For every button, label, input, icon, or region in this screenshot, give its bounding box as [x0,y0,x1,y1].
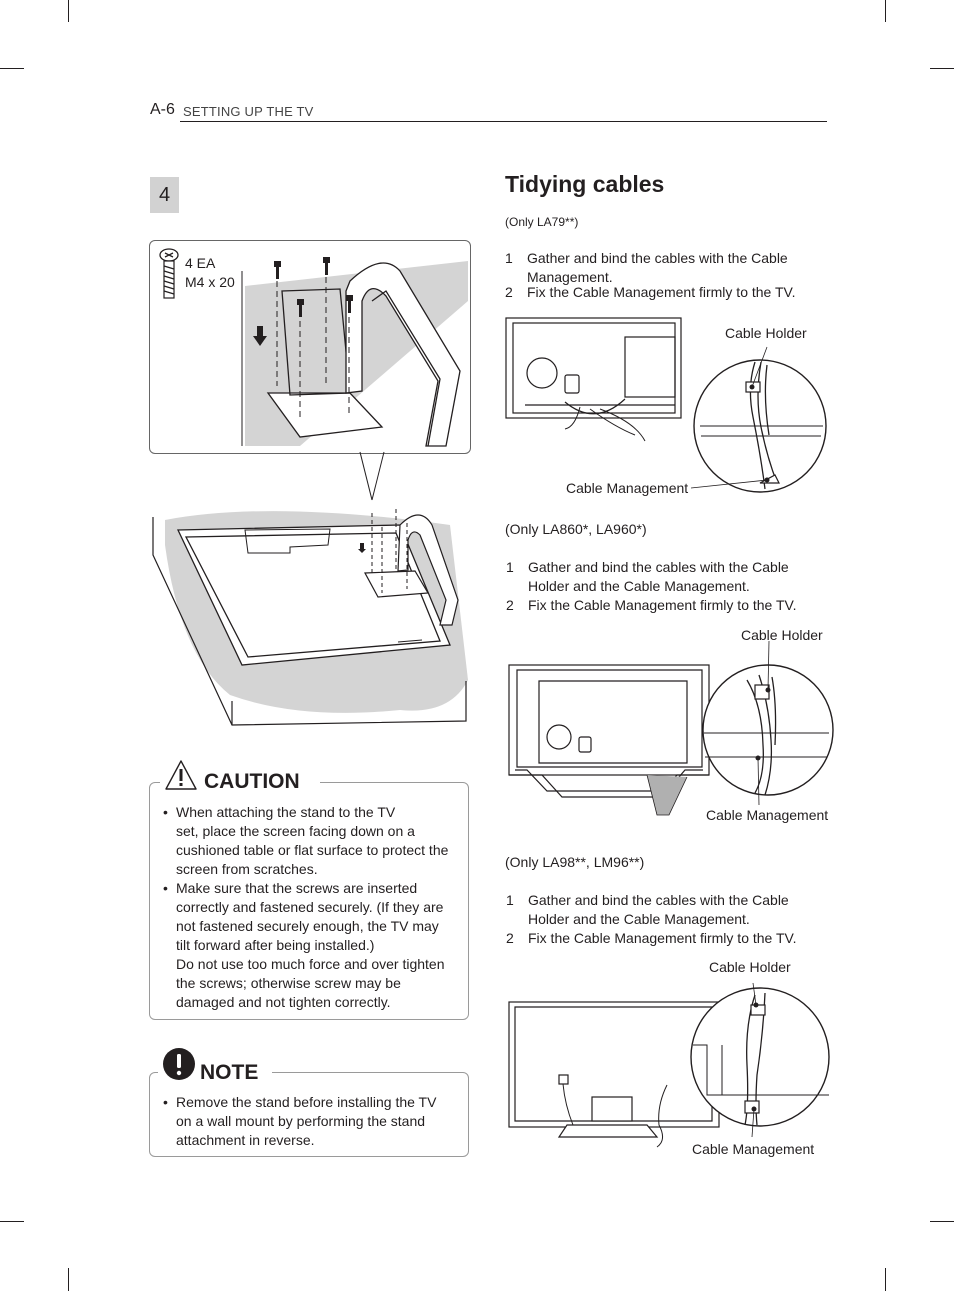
instruction-step: 1 Gather and bind the cables with the Ca… [505,250,788,285]
model-note: (Only LA79**) [505,215,579,229]
crop-mark [885,0,886,22]
note-title: NOTE [200,1061,259,1084]
info-exclamation-icon [163,1048,195,1080]
model-note: (Only LA860*, LA960*) [505,521,647,537]
warning-triangle-icon [165,760,197,790]
cable-management-label: Cable Management [566,480,689,496]
crop-mark [0,68,24,69]
caution-item: Make sure that the screws are inserted c… [150,879,468,1012]
crop-mark [930,68,954,69]
note-item: Remove the stand before installing the T… [150,1093,468,1150]
crop-mark [68,1268,69,1291]
cable-management-label: Cable Management [692,1141,815,1157]
instruction-step: 2 Fix the Cable Management firmly to the… [506,597,797,613]
note-list: Remove the stand before installing the T… [150,1093,468,1150]
cable-illustration-la860 [508,640,834,816]
stand-detail-illustration [241,257,468,447]
step-number-badge: 4 [150,177,179,213]
instruction-step: 1 Gather and bind the cables with the Ca… [506,892,789,927]
cable-holder-label: Cable Holder [709,959,791,975]
section-title: SETTING UP THE TV [183,104,314,119]
crop-mark [68,0,69,22]
instruction-step: 1 Gather and bind the cables with the Ca… [506,559,789,594]
tv-stand-assembly-illustration [152,509,468,726]
stand-detail-callout [149,240,471,454]
caution-item: When attaching the stand to the TV set, … [150,803,468,879]
caution-list: When attaching the stand to the TV set, … [150,803,468,1012]
instruction-step: 2 Fix the Cable Management firmly to the… [506,930,797,946]
header-rule [180,121,827,122]
screw-icon [159,248,179,299]
crop-mark [0,1221,24,1222]
callout-pointer [359,451,385,501]
note-box: Remove the stand before installing the T… [149,1072,469,1157]
page-number: A-6 [150,101,175,118]
cable-illustration-la98 [508,982,830,1148]
crop-mark [885,1268,886,1291]
cable-management-label: Cable Management [706,807,829,823]
cable-holder-label: Cable Holder [725,325,807,341]
section-heading: Tidying cables [505,171,665,197]
caution-box: When attaching the stand to the TV set, … [149,782,469,1020]
crop-mark [930,1221,954,1222]
caution-title: CAUTION [204,770,300,793]
cable-illustration-la79 [505,317,827,493]
screw-size: M4 x 20 [185,274,235,290]
screw-quantity: 4 EA [185,255,216,271]
cable-holder-label: Cable Holder [741,627,823,643]
instruction-step: 2 Fix the Cable Management firmly to the… [505,284,796,300]
model-note: (Only LA98**, LM96**) [505,854,645,870]
